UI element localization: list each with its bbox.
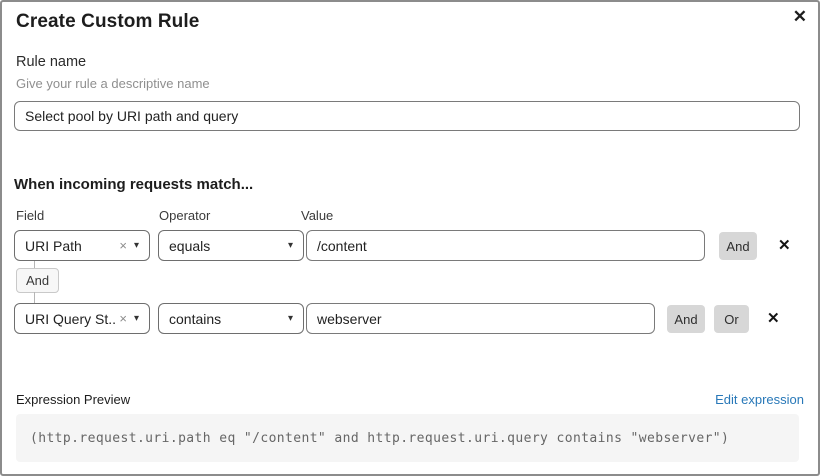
clear-field-icon[interactable]: × [119,311,127,326]
or-button-row2[interactable]: Or [714,305,749,333]
expression-code: (http.request.uri.path eq "/content" and… [30,430,730,446]
and-button-row1[interactable]: And [719,232,757,260]
remove-row2-icon[interactable]: ✕ [767,310,780,327]
value-column-label: Value [301,208,334,223]
rule-name-label: Rule name [16,54,87,70]
operator-column-label: Operator [159,208,211,223]
field-select-row1[interactable]: URI Path × ▾ [14,230,150,261]
connector-and-chip[interactable]: And [16,268,60,293]
expression-preview-block: (http.request.uri.path eq "/content" and… [16,414,799,462]
operator-select-row2[interactable]: contains ▾ [158,303,304,334]
clear-field-icon[interactable]: × [119,238,127,253]
remove-row1-icon[interactable]: ✕ [778,237,791,254]
field-select-row2-value: URI Query St... [25,310,116,327]
connector-line-bottom [34,292,35,303]
operator-select-row1[interactable]: equals ▾ [158,230,304,261]
chevron-down-icon[interactable]: ▾ [287,240,293,251]
chevron-down-icon[interactable]: ▾ [133,240,139,251]
edit-expression-link[interactable]: Edit expression [715,392,804,407]
operator-select-row2-value: contains [169,310,222,327]
connector-line-top [34,261,35,269]
field-column-label: Field [16,208,45,223]
chevron-down-icon[interactable]: ▾ [133,313,139,324]
close-icon[interactable]: ✕ [792,7,807,26]
expression-preview-label: Expression Preview [16,392,131,407]
rule-name-input[interactable] [14,101,800,131]
value-input-row1[interactable] [306,230,705,261]
rule-name-help-text: Give your rule a descriptive name [16,76,210,91]
chevron-down-icon[interactable]: ▾ [287,313,293,324]
field-select-row1-value: URI Path [25,237,82,254]
match-heading: When incoming requests match... [14,176,254,193]
value-input-row2[interactable] [306,303,655,334]
dialog-title: Create Custom Rule [16,11,200,32]
operator-select-row1-value: equals [169,237,211,254]
and-button-row2[interactable]: And [667,305,705,333]
field-select-row2[interactable]: URI Query St... × ▾ [14,303,150,334]
